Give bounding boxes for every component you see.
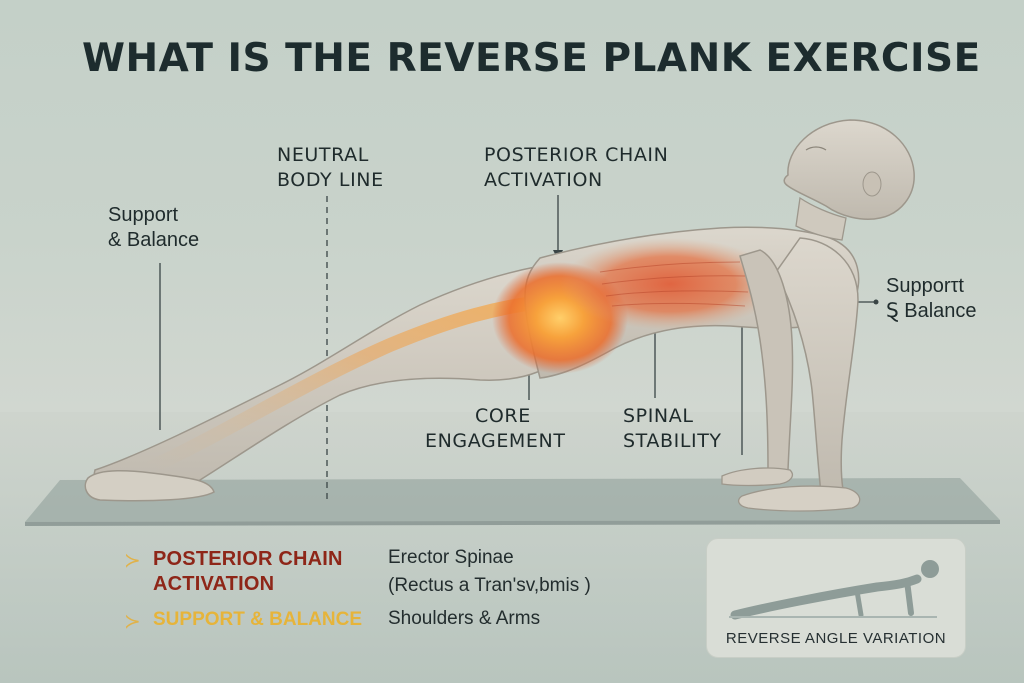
head <box>783 119 915 220</box>
variation-label: REVERSE ANGLE VARIATION <box>725 630 947 647</box>
variation-figure <box>729 560 939 620</box>
exercise-mat <box>25 478 1000 522</box>
label-spinal-stability: SPINAL STABILITY <box>623 405 722 452</box>
feet <box>84 469 215 502</box>
variation-inset: REVERSE ANGLE VARIATION <box>706 538 966 658</box>
page-title: WHAT IS THE REVERSE PLANK EXERCISE <box>82 36 981 81</box>
legend-term-posterior-chain: POSTERIOR CHAIN ACTIVATION <box>153 548 343 595</box>
hand-right <box>737 485 861 512</box>
label-support-balance-right: Supporτt Ȿ Balance <box>886 275 977 322</box>
legend-description-1: Erector Spinae (Rectus a Tran'sv,bmis ) <box>388 547 591 596</box>
legend-term-support-balance: SUPPORT & BALANCE <box>153 609 363 630</box>
label-posterior-chain: POSTERIOR CHAIN ACTIVATION <box>484 144 669 191</box>
arm-right <box>775 237 859 503</box>
label-core-engagement: CORE ENGAGEMENT <box>425 405 566 452</box>
hand-left <box>721 467 794 487</box>
label-neutral-body-line: NEUTRAL BODY LINE <box>277 144 384 191</box>
legend-marker-1: ≻ <box>124 550 141 572</box>
back-highlight <box>560 238 780 330</box>
legend-description-2: Shoulders & Arms <box>388 608 541 629</box>
legend-marker-2: ≻ <box>124 611 141 633</box>
label-support-balance-left: Support & Balance <box>108 204 200 251</box>
